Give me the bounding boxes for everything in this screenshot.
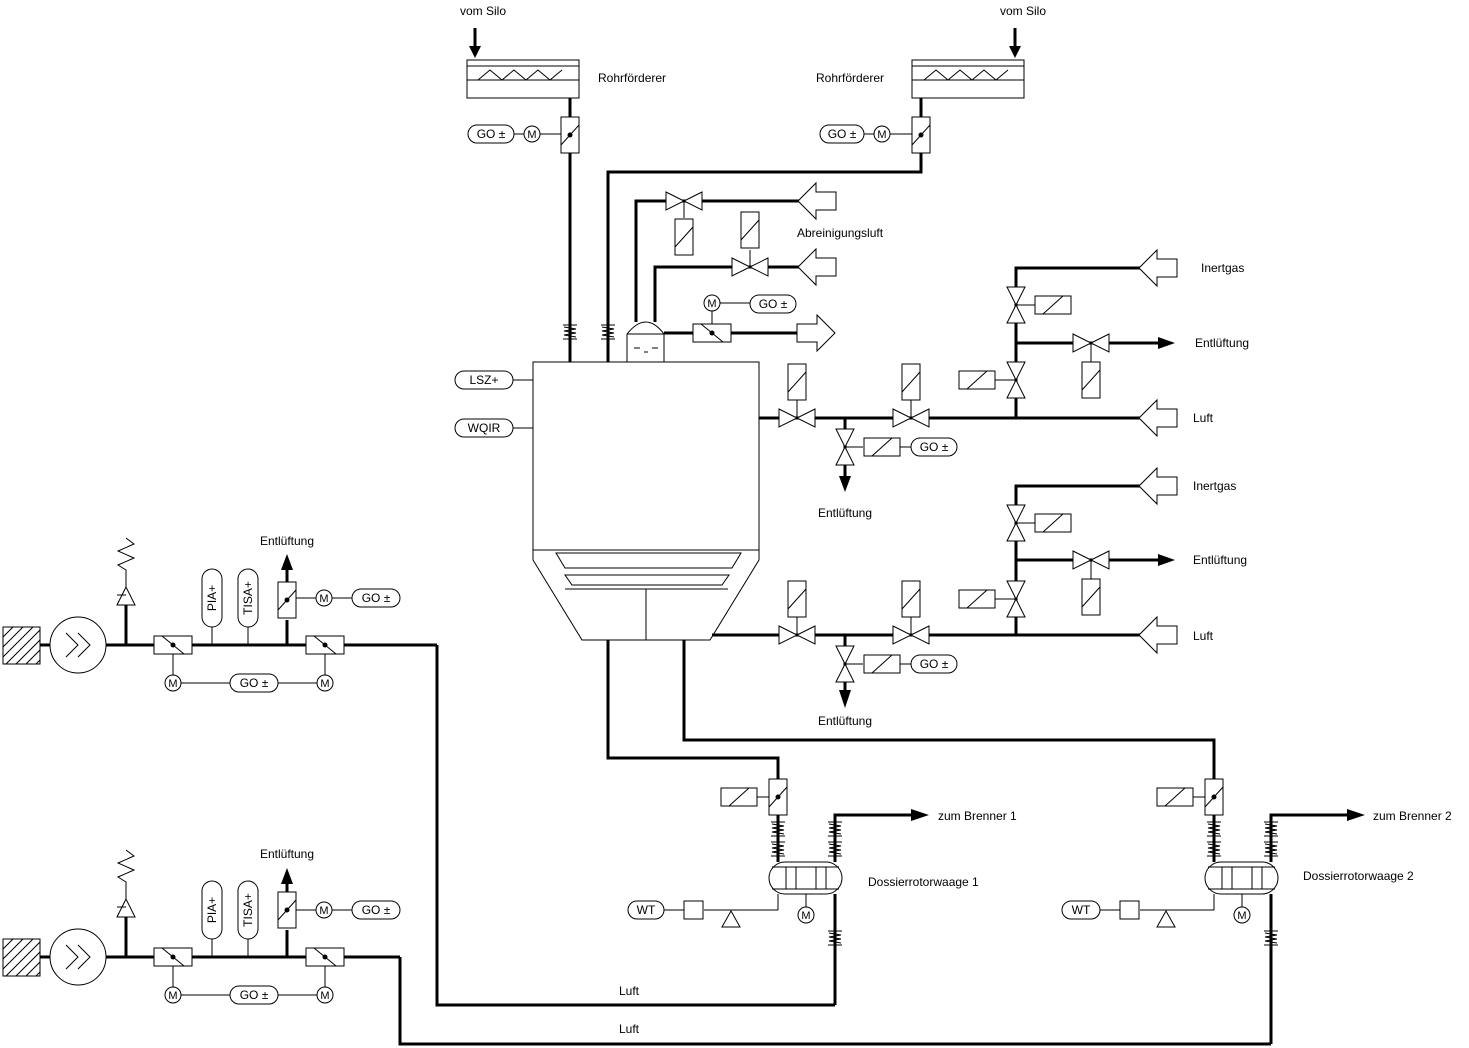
label-inert-gas-lower: Inertgas xyxy=(1193,479,1236,493)
arrow-up-icon xyxy=(281,868,293,884)
dosing-scale-2: zum Brenner 2 Dossierrotorwaage 2 WT xyxy=(1061,778,1452,1044)
label-vent-blower-1: Entlüftung xyxy=(260,534,314,548)
label-air-1: Luft xyxy=(619,984,640,998)
label-from-silo-left: vom Silo xyxy=(460,4,506,18)
pia-tag xyxy=(201,568,223,628)
go-tag-label: GO ± xyxy=(920,440,949,454)
arrow-down-icon xyxy=(839,476,851,492)
silo-feed-left: vom Silo Rohrförderer GO ± xyxy=(460,4,666,362)
arrow-right-icon xyxy=(1158,337,1175,349)
label-dosing-scale-1: Dossierrotorwaage 1 xyxy=(868,875,979,889)
label-vent-upper: Entlüftung xyxy=(818,506,872,520)
go-tag-label: GO ± xyxy=(240,676,269,690)
label-vent-inert-lower: Entlüftung xyxy=(1193,553,1247,567)
silo-feed-right: vom Silo Rohrförderer GO ± xyxy=(600,4,1046,362)
arrow-right-icon xyxy=(1347,809,1365,821)
cleaning-air-lines: Abreinigungsluft xyxy=(634,182,884,322)
tisa-tag xyxy=(237,568,259,628)
label-vent-inert-upper: Entlüftung xyxy=(1195,336,1249,350)
arrow-down-icon xyxy=(839,690,851,708)
label-dosing-scale-2: Dossierrotorwaage 2 xyxy=(1303,869,1414,883)
arrow-down-icon xyxy=(1009,46,1021,58)
label-vent-lower: Entlüftung xyxy=(818,714,872,728)
label-air-lower: Luft xyxy=(1193,629,1214,643)
wt-tag-label: WT xyxy=(637,903,656,917)
tisa-tag-label: TISA+ xyxy=(241,581,255,615)
go-tag-label: GO ± xyxy=(477,127,506,141)
arrow-right-icon xyxy=(1158,554,1175,566)
go-tag-label: GO ± xyxy=(362,591,391,605)
go-tag-label: GO ± xyxy=(828,127,857,141)
label-tube-conveyor-left: Rohrförderer xyxy=(598,71,666,85)
upper-gas-line: Luft GO ± Entlüftung Inertgas Entlüftung xyxy=(759,249,1249,520)
label-from-silo-right: vom Silo xyxy=(1000,4,1046,18)
label-vent-blower-2: Entlüftung xyxy=(260,847,314,861)
go-tag-label: GO ± xyxy=(362,903,391,917)
arrow-right-icon xyxy=(911,809,929,821)
wt-tag-label: WT xyxy=(1072,903,1091,917)
dosing-scale-1: zum Brenner 1 Dossierrotorwaage 1 WT xyxy=(627,778,1017,1005)
arrow-down-icon xyxy=(469,46,481,58)
go-tag-label: GO ± xyxy=(759,297,788,311)
label-cleaning-air: Abreinigungsluft xyxy=(797,226,884,240)
label-air-2: Luft xyxy=(619,1022,640,1036)
pia-tag-label: PIA+ xyxy=(205,897,219,923)
lower-gas-line: Luft GO ± Entlüftung Inertgas Entlüftung xyxy=(712,467,1247,728)
pia-tag xyxy=(201,880,223,940)
blower-train-1: Luft PIA+ TISA+ Entlüftung GO ± GO ± xyxy=(2,534,835,1007)
wqir-tag-label: WQIR xyxy=(468,421,501,435)
label-tube-conveyor-right: Rohrförderer xyxy=(816,71,884,85)
go-tag xyxy=(351,588,401,608)
label-to-burner-1: zum Brenner 1 xyxy=(938,809,1017,823)
go-tag xyxy=(910,437,958,457)
tisa-tag xyxy=(237,880,259,940)
go-tag-label: GO ± xyxy=(920,657,949,671)
lsz-tag-label: LSZ+ xyxy=(469,373,498,387)
filter-exhaust: GO ± xyxy=(626,294,836,362)
arrow-up-icon xyxy=(281,554,293,570)
label-to-burner-2: zum Brenner 2 xyxy=(1373,809,1452,823)
go-tag xyxy=(351,900,401,920)
label-inert-gas-upper: Inertgas xyxy=(1201,261,1244,275)
wt-tag xyxy=(1061,900,1101,920)
wt-tag xyxy=(627,900,665,920)
go-tag xyxy=(910,654,958,674)
go-tag-label: GO ± xyxy=(240,988,269,1002)
blower-train-2: Luft PIA+ TISA+ Entlüftung GO ± GO ± xyxy=(2,847,1271,1046)
discharge-lines xyxy=(606,640,1216,780)
tisa-tag-label: TISA+ xyxy=(241,893,255,927)
silo-vessel: LSZ+ WQIR xyxy=(454,361,760,641)
pia-tag-label: PIA+ xyxy=(205,585,219,611)
go-tag xyxy=(749,294,797,314)
label-air-upper: Luft xyxy=(1193,411,1214,425)
